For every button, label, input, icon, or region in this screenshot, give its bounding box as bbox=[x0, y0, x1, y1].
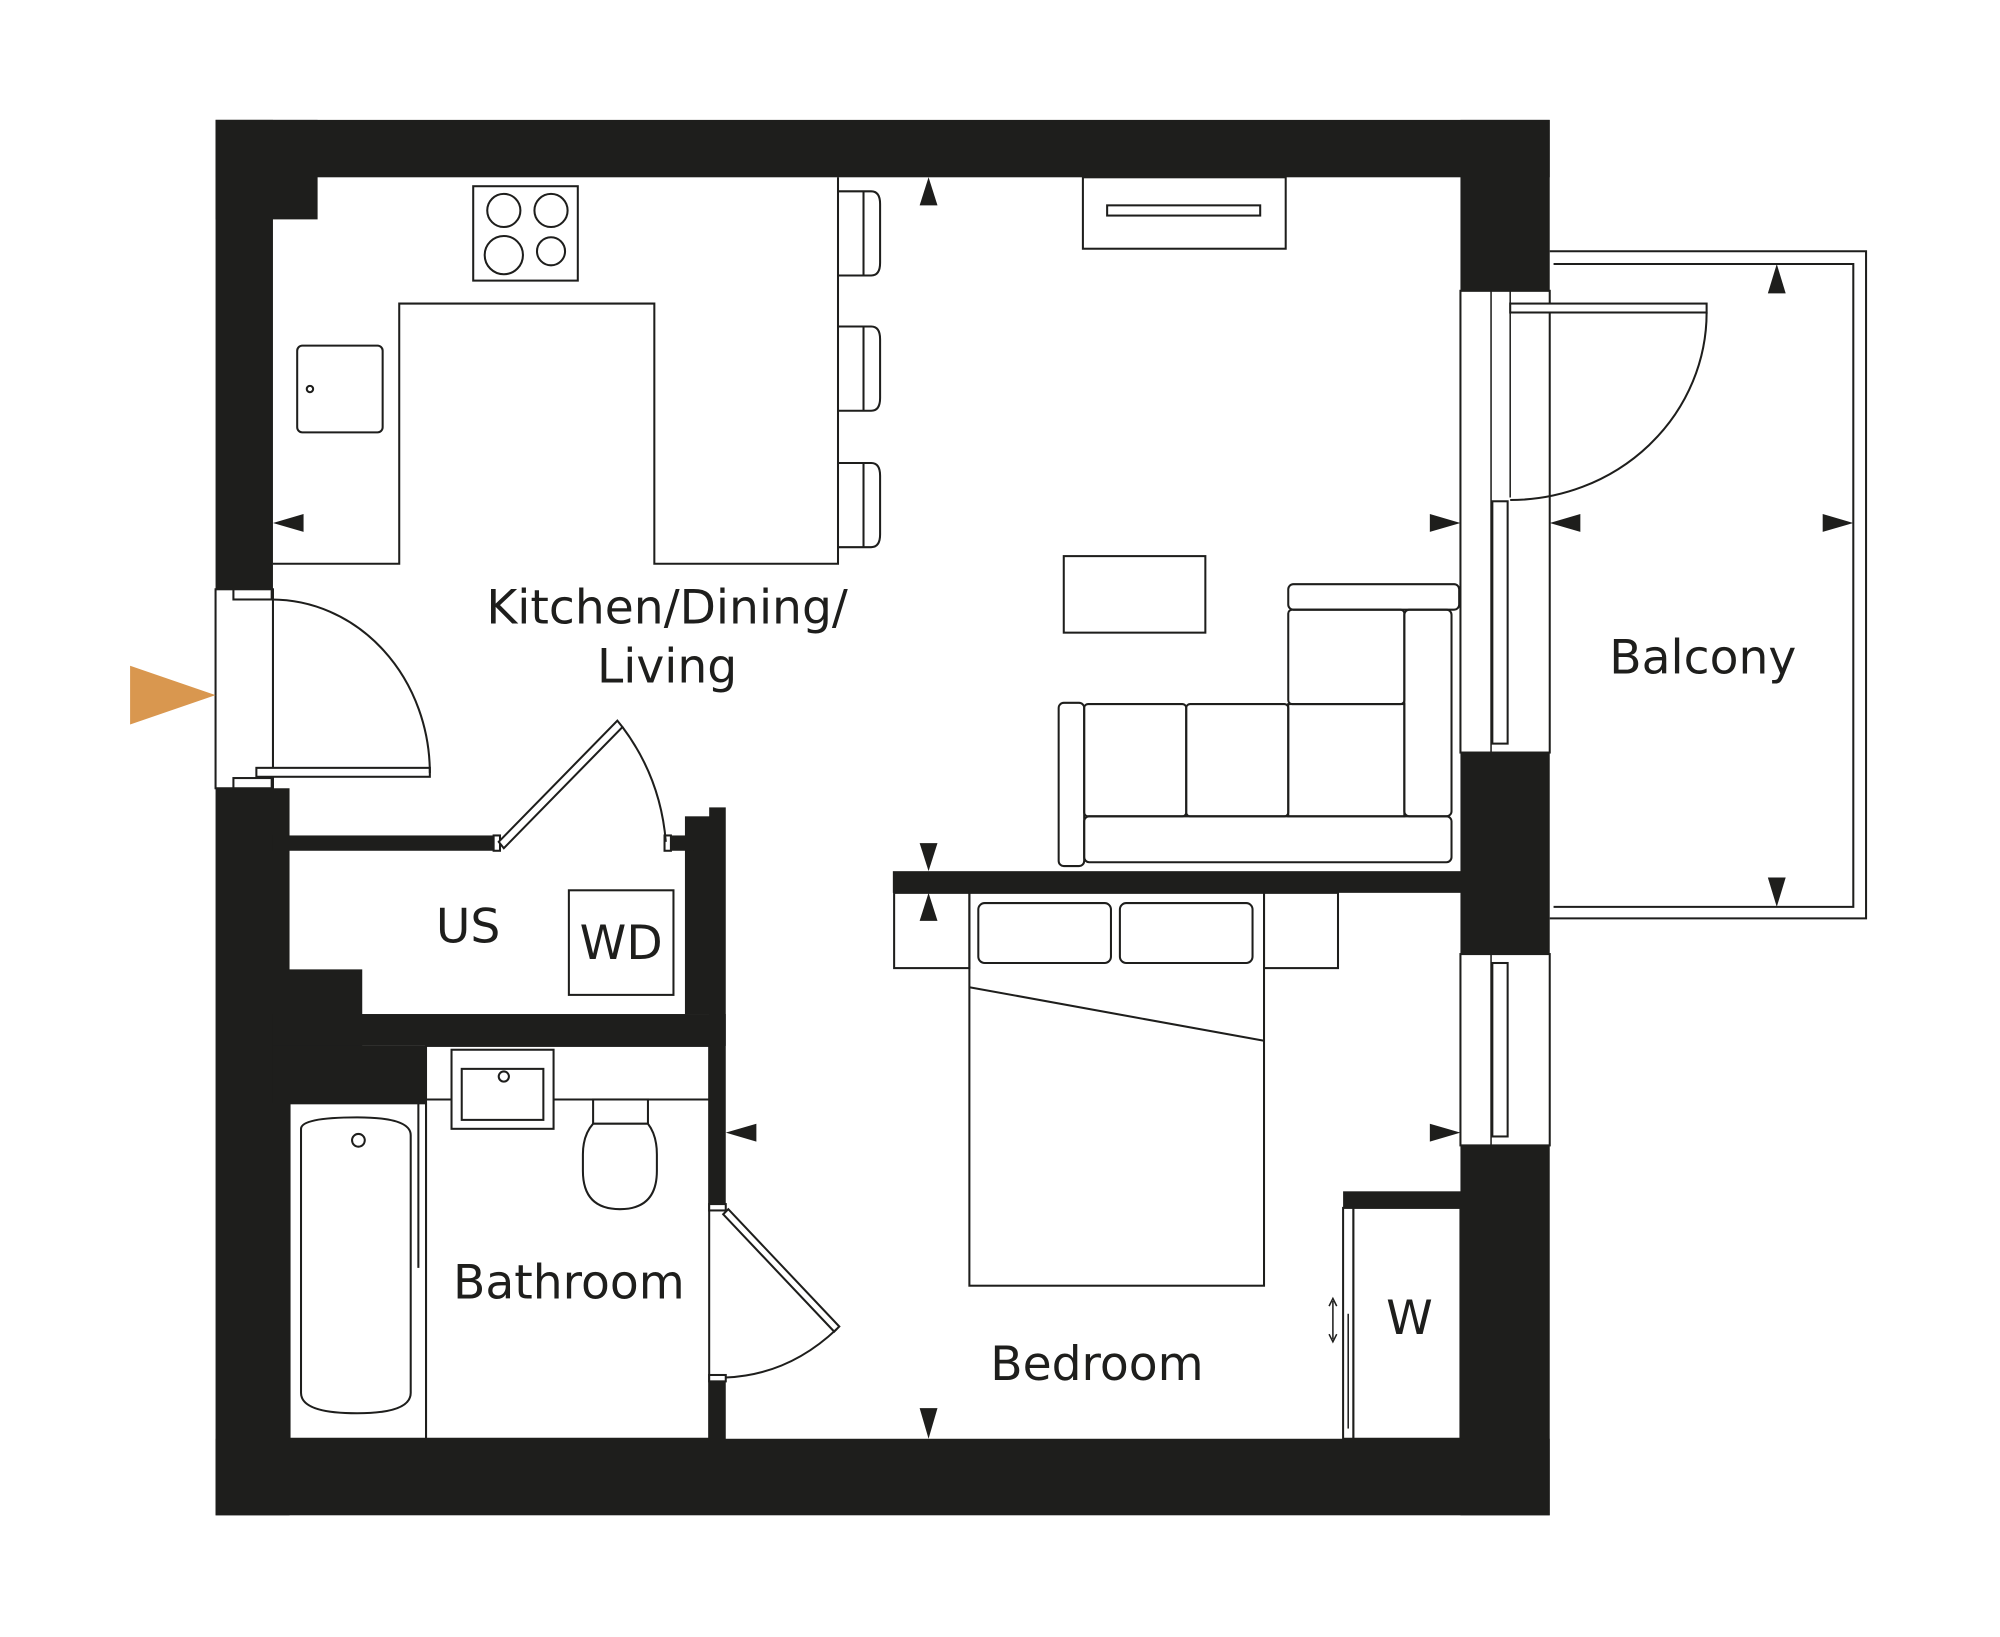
bathtub bbox=[299, 1103, 420, 1415]
walls bbox=[215, 119, 1550, 1516]
room-label-kitchen-line2: Living bbox=[597, 639, 737, 694]
bar-stools bbox=[838, 190, 882, 549]
bathroom-outline bbox=[288, 1044, 711, 1440]
room-label-utility: US bbox=[436, 900, 500, 955]
corner-sofa bbox=[1057, 583, 1461, 868]
bathroom-door[interactable] bbox=[708, 1203, 841, 1383]
room-label-balcony: Balcony bbox=[1609, 630, 1796, 685]
balcony-glazing-upper bbox=[1459, 289, 1551, 754]
room-label-bathroom: Bathroom bbox=[453, 1255, 685, 1310]
room-label-kitchen-line1: Kitchen/Dining/ bbox=[486, 581, 848, 636]
washer-dryer bbox=[567, 889, 675, 996]
entrance-door[interactable] bbox=[214, 588, 431, 790]
wardrobe[interactable] bbox=[1328, 1206, 1462, 1440]
balcony-door[interactable] bbox=[1509, 302, 1708, 502]
kitchen-sink bbox=[296, 344, 384, 434]
kitchen-worktop bbox=[272, 177, 840, 565]
double-bed bbox=[968, 891, 1266, 1287]
coffee-table bbox=[1062, 555, 1207, 634]
entrance-arrow-icon bbox=[130, 665, 216, 725]
utility-door[interactable] bbox=[492, 719, 672, 852]
hob bbox=[472, 185, 579, 282]
bedroom-window bbox=[1459, 953, 1551, 1147]
label-wardrobe: W bbox=[1386, 1291, 1433, 1346]
toilet bbox=[581, 1098, 658, 1211]
balcony-outline bbox=[1549, 250, 1868, 920]
room-label-bedroom: Bedroom bbox=[990, 1337, 1203, 1392]
dimension-arrows bbox=[272, 177, 1854, 1439]
label-washer-dryer: WD bbox=[580, 916, 663, 971]
tv-unit bbox=[1081, 176, 1287, 250]
basin bbox=[450, 1048, 555, 1130]
bedside-tables bbox=[893, 891, 1340, 970]
